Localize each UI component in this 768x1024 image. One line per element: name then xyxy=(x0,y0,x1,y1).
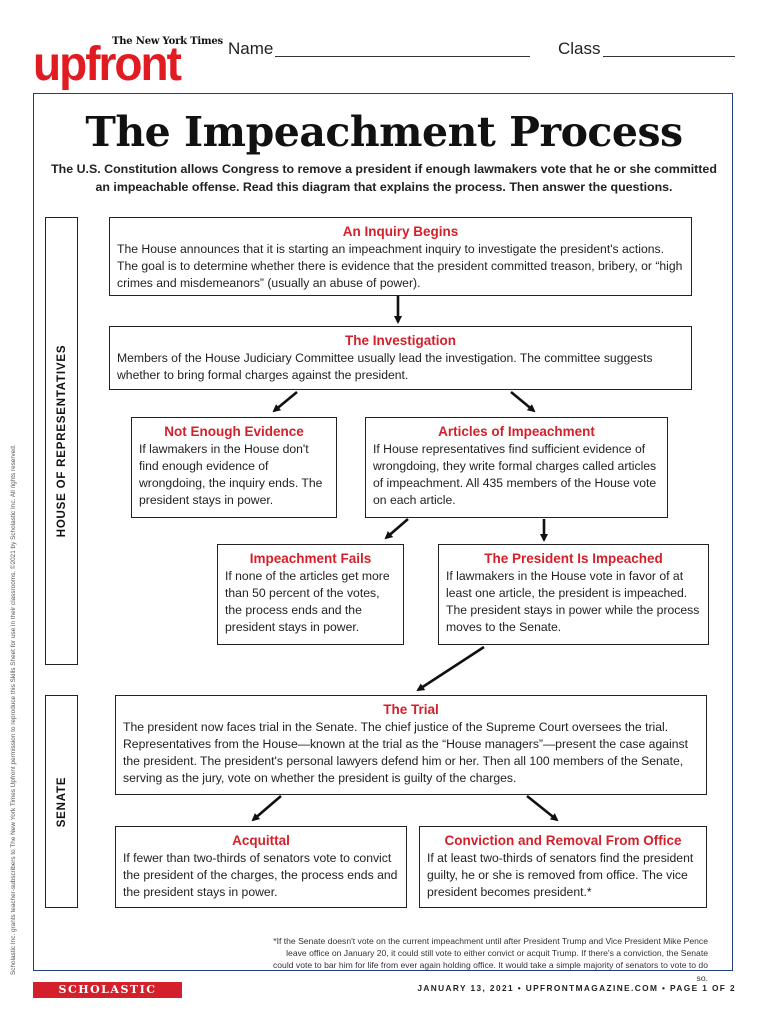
step-conviction-title: Conviction and Removal From Office xyxy=(444,833,682,848)
footnote: *If the Senate doesn't vote on the curre… xyxy=(272,936,708,983)
page-title: The Impeachment Process xyxy=(85,108,683,156)
step-acquittal: Acquittal If fewer than two-thirds of se… xyxy=(115,826,407,908)
step-investigation-title: The Investigation xyxy=(344,333,456,348)
step-not-enough: Not Enough Evidence If lawmakers in the … xyxy=(131,417,337,518)
arrow-to-trial xyxy=(416,645,485,692)
step-inquiry-title: An Inquiry Begins xyxy=(342,224,459,239)
step-impeached-text: If lawmakers in the House vote in favor … xyxy=(446,569,700,634)
step-impeached-title: The President Is Impeached xyxy=(484,551,663,566)
footer-date-page: JANUARY 13, 2021 • UPFRONTMAGAZINE.COM •… xyxy=(417,983,736,993)
name-field[interactable] xyxy=(275,56,530,57)
step-fails-text: If none of the articles get more than 50… xyxy=(225,569,390,634)
step-articles-text: If House representatives find sufficient… xyxy=(373,442,657,507)
step-trial: The Trial The president now faces trial … xyxy=(115,695,707,795)
step-fails: Impeachment Fails If none of the article… xyxy=(217,544,404,645)
step-trial-title: The Trial xyxy=(383,702,439,717)
step-impeached: The President Is Impeached If lawmakers … xyxy=(438,544,709,645)
step-inquiry: An Inquiry Begins The House announces th… xyxy=(109,217,692,296)
arrow-to-articles xyxy=(510,390,536,413)
house-section-label: HOUSE OF REPRESENTATIVES xyxy=(45,217,78,665)
nyt-logo-text: The New York Times xyxy=(112,36,223,47)
class-label: Class xyxy=(558,39,601,58)
class-field[interactable] xyxy=(603,56,735,57)
step-not-enough-title: Not Enough Evidence xyxy=(164,424,304,439)
step-articles: Articles of Impeachment If House represe… xyxy=(365,417,668,518)
step-conviction-text: If at least two-thirds of senators find … xyxy=(427,851,694,899)
arrow-to-conviction xyxy=(526,794,559,822)
step-investigation-text: Members of the House Judiciary Committee… xyxy=(117,351,653,382)
step-trial-text: The president now faces trial in the Sen… xyxy=(123,720,688,785)
arrow-to-fails xyxy=(384,518,409,540)
step-investigation: The Investigation Members of the House J… xyxy=(109,326,692,390)
arrow-to-acquittal xyxy=(251,795,282,822)
permission-notice: Scholastic Inc. grants teacher-subscribe… xyxy=(10,444,17,975)
name-label: Name xyxy=(228,39,274,58)
step-inquiry-text: The House announces that it is starting … xyxy=(117,242,683,290)
step-acquittal-text: If fewer than two-thirds of senators vot… xyxy=(123,851,398,899)
step-articles-title: Articles of Impeachment xyxy=(438,424,595,439)
step-acquittal-title: Acquittal xyxy=(232,833,290,848)
step-fails-title: Impeachment Fails xyxy=(249,551,372,566)
worksheet-frame xyxy=(33,93,733,971)
senate-section-label: SENATE xyxy=(45,695,78,908)
scholastic-logo: SCHOLASTIC xyxy=(33,982,182,998)
intro-text: The U.S. Constitution allows Congress to… xyxy=(51,162,717,194)
step-conviction: Conviction and Removal From Office If at… xyxy=(419,826,707,908)
arrow-to-not-enough xyxy=(272,390,298,413)
step-not-enough-text: If lawmakers in the House don't find eno… xyxy=(139,442,323,507)
upfront-logo: upfront xyxy=(33,35,182,91)
